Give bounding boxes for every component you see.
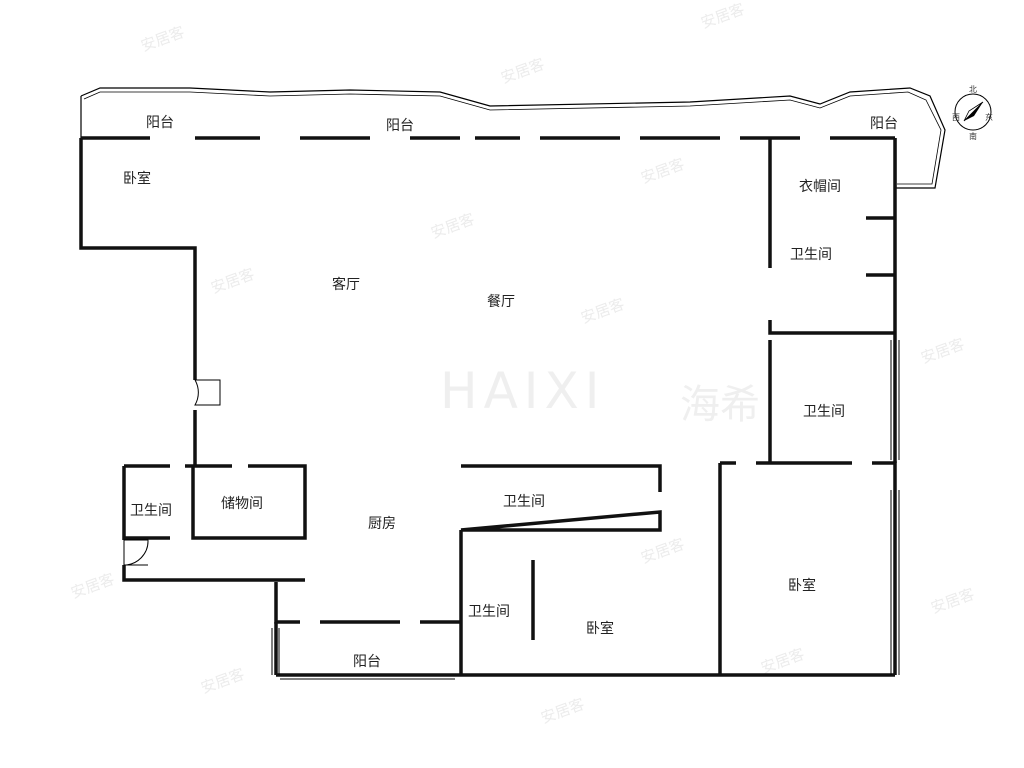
- brand-watermark: HAIXI: [440, 362, 606, 420]
- label-bathroom-e: 卫生间: [803, 404, 845, 420]
- label-cloakroom: 衣帽间: [799, 179, 841, 195]
- se-bedroom: [720, 461, 897, 675]
- compass-west: 西: [952, 113, 960, 122]
- label-bedroom-south: 卧室: [586, 621, 614, 637]
- label-balcony-top-right: 阳台: [870, 116, 898, 132]
- label-bedroom-se: 卧室: [788, 578, 816, 594]
- label-dining-room: 餐厅: [487, 294, 515, 310]
- brand-logo-watermark: 海希: [680, 382, 760, 428]
- label-bathroom-w: 卫生间: [130, 503, 172, 519]
- label-balcony-top-left: 阳台: [146, 115, 174, 131]
- label-kitchen: 厨房: [368, 516, 396, 532]
- label-living-room: 客厅: [332, 277, 360, 293]
- label-balcony-bottom: 阳台: [353, 654, 381, 670]
- label-bathroom-center: 卫生间: [503, 494, 545, 510]
- kitchen-south-wall: [274, 582, 460, 624]
- compass-south: 南: [969, 131, 977, 141]
- storage-block: [124, 464, 307, 540]
- center-bathroom: [460, 464, 662, 532]
- compass: 北 南 东 西: [952, 85, 993, 141]
- door-swing: [123, 539, 149, 566]
- label-storage: 储物间: [221, 496, 263, 512]
- door-swing: [194, 379, 221, 406]
- label-bathroom-ne: 卫生间: [790, 247, 832, 263]
- label-bedroom-nw: 卧室: [123, 171, 151, 187]
- west-wall: [79, 138, 197, 380]
- balcony-railing: [80, 87, 946, 189]
- compass-east: 东: [985, 112, 993, 122]
- label-bathroom-south: 卫生间: [468, 604, 510, 620]
- east-column: [768, 138, 895, 335]
- compass-north: 北: [969, 85, 977, 94]
- label-balcony-top-mid: 阳台: [386, 118, 414, 134]
